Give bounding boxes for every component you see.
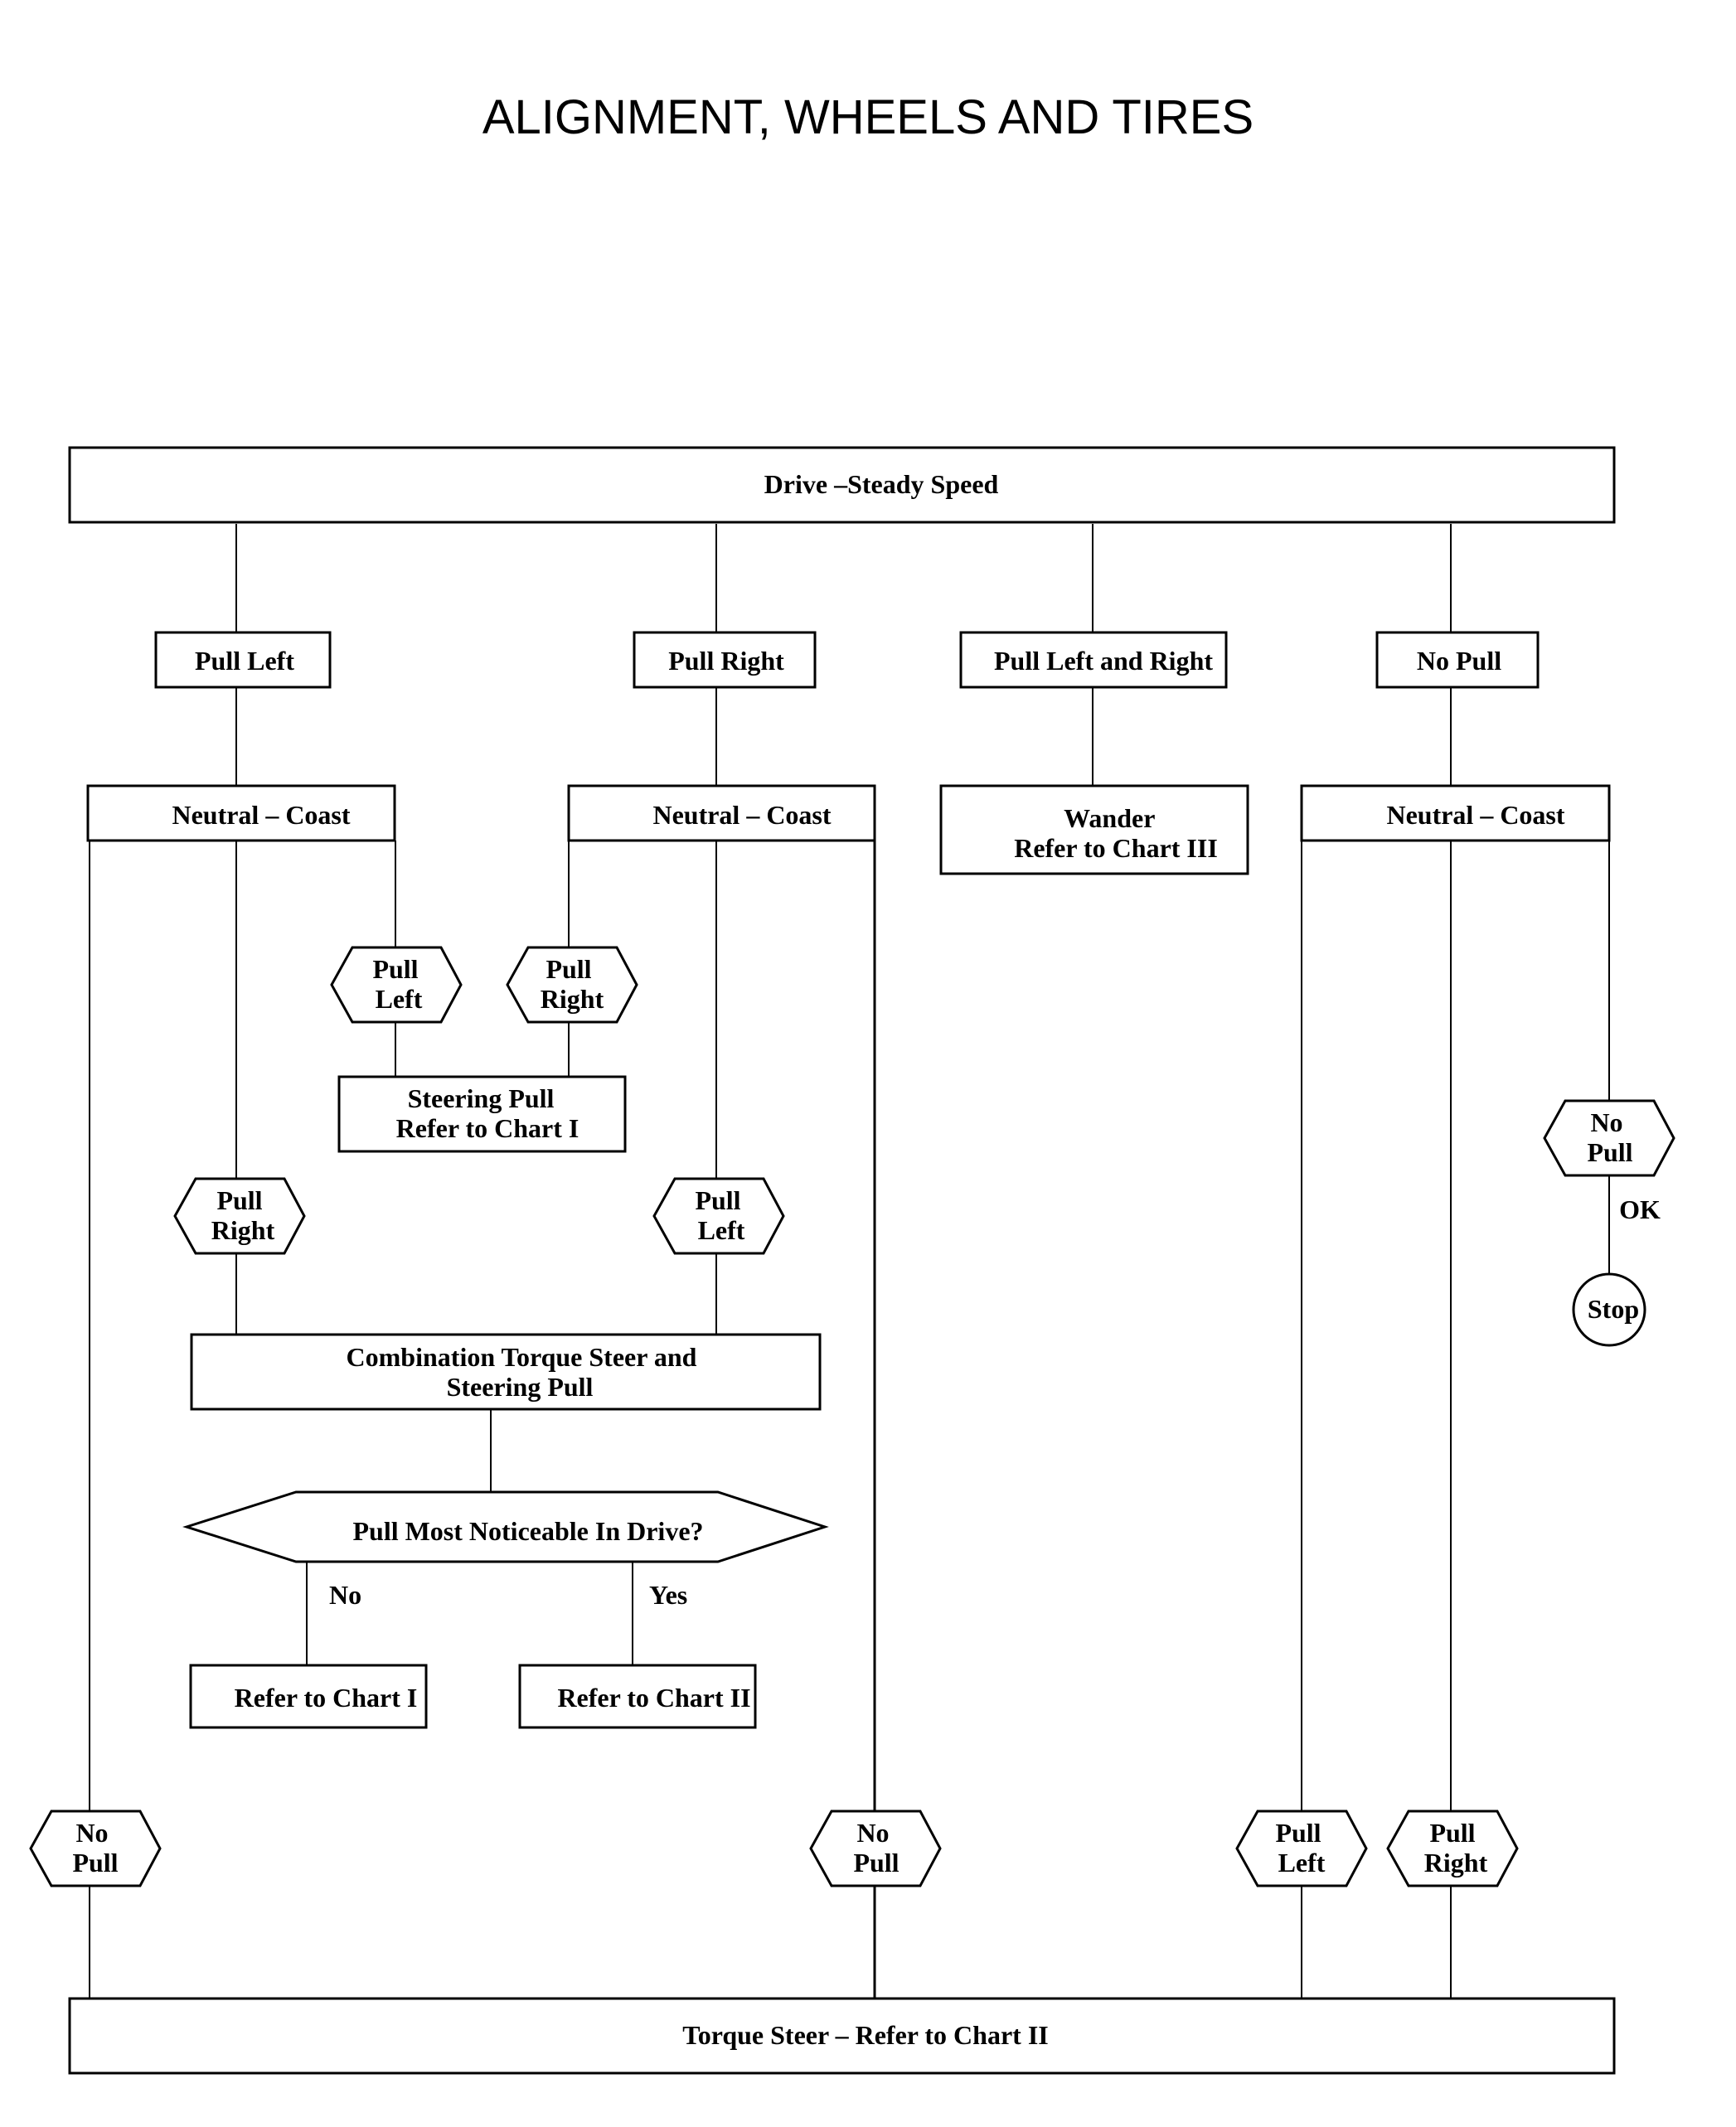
hex-pull-right-2-line-2: Right [211, 1215, 275, 1245]
page-title: ALIGNMENT, WHEELS AND TIRES [482, 90, 1254, 144]
hex-pull-left-2-line-1: Pull [695, 1185, 740, 1215]
neutral-coast-label-2: Neutral – Coast [652, 800, 831, 830]
hex-pull-left-2-label: Pull Left [695, 1185, 747, 1245]
combination-label: Combination Torque Steer and Steering Pu… [347, 1342, 704, 1402]
hex-pull-right-bottom-line-2: Right [1424, 1848, 1488, 1877]
neutral-coast-label-3: Neutral – Coast [1386, 800, 1564, 830]
hex-pull-right-bottom-label: Pull Right [1424, 1818, 1488, 1877]
drive-steady-speed-label: Drive –Steady Speed [764, 469, 999, 499]
hex-no-pull-left-bottom-line-2: Pull [72, 1848, 118, 1877]
stop-circle [1572, 1272, 1646, 1347]
hex-pull-left-bottom-label: Pull Left [1275, 1818, 1327, 1877]
pull-left-label: Pull Left [195, 646, 294, 676]
hex-no-pull-left-bottom-line-1: No [75, 1818, 108, 1848]
combination-line-2: Steering Pull [447, 1372, 594, 1402]
hex-pull-left-bottom-line-2: Left [1278, 1848, 1326, 1877]
hex-pull-left-bottom [1235, 1810, 1368, 1887]
hex-no-pull-mid-bottom [809, 1810, 942, 1887]
wander-line-2: Refer to Chart III [1014, 833, 1218, 863]
hex-pull-left-1 [330, 946, 463, 1024]
hex-pull-left-2 [652, 1177, 785, 1255]
combination-line-1: Combination Torque Steer and [347, 1342, 697, 1372]
no-pull-label: No Pull [1417, 646, 1501, 676]
pull-left-and-right-box [959, 631, 1228, 689]
hex-no-pull-right-line-2: Pull [1587, 1137, 1632, 1167]
steering-pull-line-1: Steering Pull [408, 1083, 555, 1113]
steering-pull-line-2: Refer to Chart I [396, 1113, 579, 1143]
decision-no-label: No [329, 1580, 361, 1610]
no-pull-box [1375, 631, 1540, 689]
stop-label: Stop [1588, 1294, 1639, 1324]
decision-yes-label: Yes [649, 1580, 687, 1610]
connectors [89, 524, 1610, 1999]
drive-steady-speed-box [68, 446, 1616, 524]
refer-chart-1-box [189, 1664, 428, 1729]
hex-pull-right-bottom-line-1: Pull [1429, 1818, 1475, 1848]
hex-pull-right-1 [506, 946, 638, 1024]
neutral-coast-label-1: Neutral – Coast [172, 800, 350, 830]
hex-pull-left-1-line-2: Left [376, 984, 423, 1014]
torque-steer-box [68, 1997, 1616, 2075]
pull-left-and-right-label: Pull Left and Right [994, 646, 1213, 676]
torque-steer-label: Torque Steer – Refer to Chart II [682, 2020, 1048, 2050]
wander-line-1: Wander [1064, 803, 1155, 833]
hex-no-pull-mid-bottom-line-2: Pull [853, 1848, 899, 1877]
wander-box [939, 784, 1249, 875]
hex-pull-right-1-label: Pull Right [541, 954, 604, 1014]
hex-pull-right-2 [173, 1177, 306, 1255]
hex-pull-left-2-line-2: Left [698, 1215, 745, 1245]
hex-pull-right-1-line-1: Pull [546, 954, 591, 984]
hex-pull-left-bottom-line-1: Pull [1275, 1818, 1321, 1848]
hex-pull-right-2-label: Pull Right [211, 1185, 275, 1245]
pull-right-label: Pull Right [668, 646, 784, 676]
hex-no-pull-right-line-1: No [1590, 1107, 1622, 1137]
pull-left-box [154, 631, 332, 689]
hex-no-pull-right [1543, 1099, 1675, 1177]
ok-label: OK [1619, 1194, 1661, 1224]
hex-pull-right-2-line-1: Pull [216, 1185, 262, 1215]
hex-pull-right-1-line-2: Right [541, 984, 604, 1014]
hex-pull-left-1-line-1: Pull [372, 954, 418, 984]
decision-shape [182, 1490, 829, 1563]
refer-chart-2-box [518, 1664, 757, 1729]
hex-pull-left-1-label: Pull Left [372, 954, 424, 1014]
neutral-coast-box-1 [86, 784, 396, 842]
hex-no-pull-left-bottom [29, 1810, 162, 1887]
pull-right-box [633, 631, 817, 689]
hex-no-pull-mid-bottom-label: No Pull [853, 1818, 899, 1877]
steering-pull-box [337, 1075, 627, 1153]
decision-label: Pull Most Noticeable In Drive? [352, 1516, 703, 1546]
steering-pull-label: Steering Pull Refer to Chart I [396, 1083, 579, 1143]
hex-no-pull-mid-bottom-line-1: No [856, 1818, 889, 1848]
neutral-coast-box-3 [1300, 784, 1611, 842]
wander-label: Wander Refer to Chart III [1014, 803, 1218, 863]
refer-chart-1-label: Refer to Chart I [235, 1683, 418, 1713]
hex-pull-right-bottom [1386, 1810, 1519, 1887]
hex-no-pull-left-bottom-label: No Pull [72, 1818, 118, 1877]
combination-box [190, 1333, 822, 1411]
neutral-coast-box-2 [567, 784, 876, 842]
hex-no-pull-right-label: No Pull [1587, 1107, 1632, 1167]
refer-chart-2-label: Refer to Chart II [557, 1683, 750, 1713]
